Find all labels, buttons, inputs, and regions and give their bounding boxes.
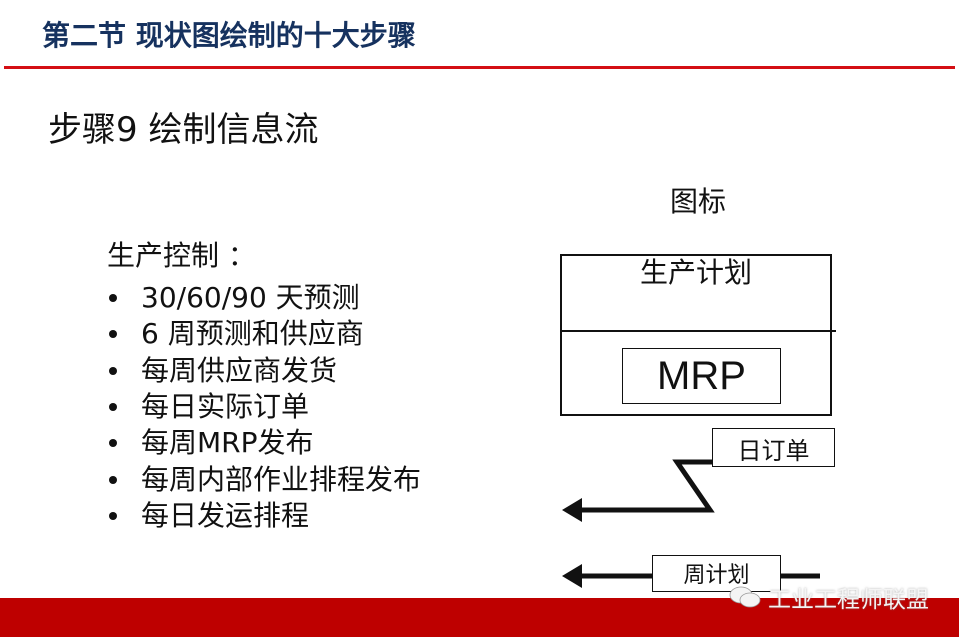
list-item-text: 每周内部作业排程发布 (141, 462, 422, 496)
daily-order-label: 日订单 (712, 428, 835, 467)
weekly-plan-label: 周计划 (652, 555, 781, 592)
list-item: 每周供应商发货 (107, 353, 421, 389)
list-item: 每周内部作业排程发布 (107, 461, 421, 497)
production-control-list: 30/60/90 天预测 6 周预测和供应商 每周供应商发货 每日实际订单 每周… (107, 280, 421, 534)
bullet-icon (109, 439, 117, 448)
list-item: 30/60/90 天预测 (107, 280, 421, 316)
list-item-text: 每日发运排程 (141, 498, 310, 532)
bullet-icon (109, 366, 117, 375)
list-item: 每日实际订单 (107, 389, 421, 425)
production-planning-label: 生产计划 (639, 256, 752, 289)
production-planning-box: 生产计划 MRP (560, 254, 836, 416)
bullet-icon (109, 475, 117, 484)
production-control-heading: 生产控制 ： (107, 239, 256, 272)
watermark-text: 工业工程师联盟 (768, 587, 929, 613)
legend-title: 图标 (670, 185, 727, 218)
bullet-icon (109, 330, 117, 339)
wechat-icon (729, 586, 761, 608)
list-item-text: 每日实际订单 (141, 390, 310, 424)
list-item: 每日发运排程 (107, 498, 421, 534)
list-item-text: 6 周预测和供应商 (141, 317, 364, 351)
title-divider (4, 66, 955, 69)
step-title: 步骤9 绘制信息流 (48, 110, 319, 150)
list-item: 6 周预测和供应商 (107, 316, 421, 352)
section-title: 第二节 现状图绘制的十大步骤 (42, 19, 416, 52)
bullet-icon (109, 294, 117, 303)
bullet-icon (109, 511, 117, 520)
production-planning-divider (560, 330, 836, 332)
mrp-box: MRP (622, 348, 781, 404)
bullet-icon (109, 403, 117, 412)
list-item-text: 每周供应商发货 (141, 353, 338, 387)
watermark: 工业工程师联盟 (728, 580, 929, 614)
list-item-text: 每周MRP发布 (141, 426, 314, 460)
electronic-info-flow-arrow-icon (562, 459, 833, 522)
list-item: 每周MRP发布 (107, 425, 421, 461)
footer-bar (0, 598, 959, 637)
list-item-text: 30/60/90 天预测 (141, 281, 360, 315)
